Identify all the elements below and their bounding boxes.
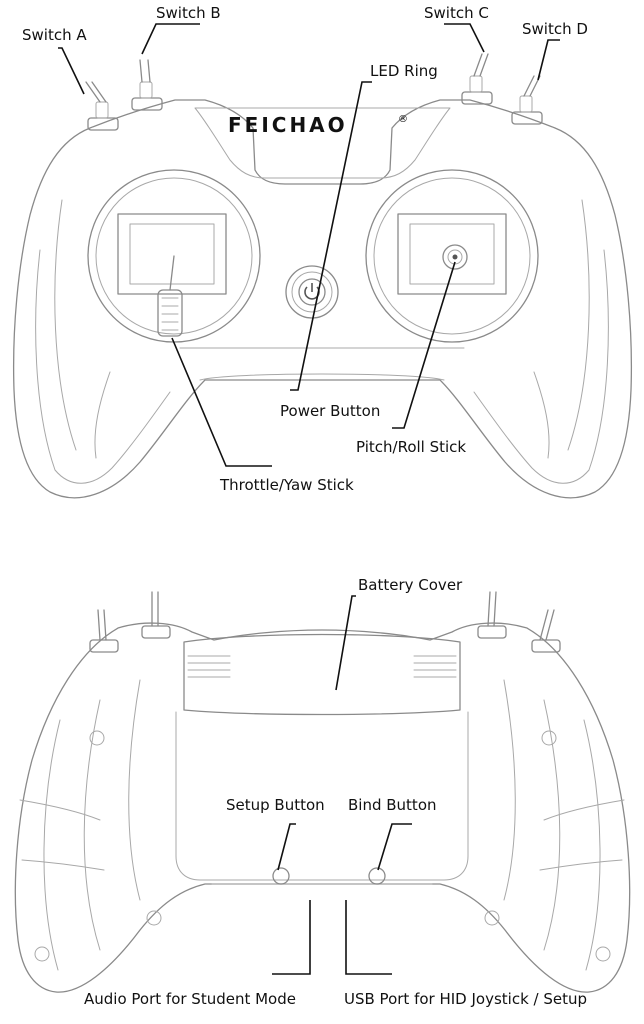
throttle-stick	[157, 255, 183, 337]
left-gimbal-inner	[129, 223, 215, 285]
front-left-grip-inner	[54, 199, 111, 459]
back-switch-a	[89, 609, 119, 653]
right-gimbal-inner	[409, 223, 495, 285]
back-center-panel	[175, 711, 469, 881]
left-stick-well-inner	[95, 177, 253, 335]
back-left-grip	[19, 679, 141, 971]
back-right-grip	[503, 679, 625, 971]
back-body-outline	[14, 622, 631, 993]
switch-d-toggle	[511, 75, 543, 125]
left-gimbal-frame	[117, 213, 227, 295]
label-battery-cover: Battery Cover	[358, 576, 463, 594]
bind-button	[368, 867, 386, 885]
right-stick-well	[365, 169, 539, 343]
power-button	[285, 265, 339, 319]
right-stick-well-inner	[373, 177, 531, 335]
pitch-roll-stick	[442, 244, 468, 270]
label-bind-button: Bind Button	[348, 796, 437, 814]
label-power-button: Power Button	[280, 402, 380, 420]
label-usb-port: USB Port for HID Joystick / Setup	[344, 990, 587, 1008]
back-view: Battery Cover Setup Button Bind Button A…	[14, 576, 631, 1008]
right-gimbal-frame	[397, 213, 507, 295]
label-switch-b: Switch B	[156, 4, 221, 22]
leader-switch-c	[444, 23, 485, 53]
screw-icon	[541, 730, 557, 746]
front-view: FEICHAO ® Switch A Switch B Switch C Swi…	[12, 4, 633, 499]
screw-icon	[146, 910, 162, 926]
front-left-grip	[35, 249, 171, 484]
front-top-panel	[194, 107, 451, 179]
label-throttle-yaw-stick: Throttle/Yaw Stick	[219, 476, 354, 494]
leader-throttle-yaw	[171, 337, 272, 467]
label-pitch-roll-stick: Pitch/Roll Stick	[356, 438, 466, 456]
back-switch-d	[531, 609, 561, 653]
switch-a-toggle	[85, 81, 119, 131]
brand-registered-mark: ®	[398, 114, 408, 125]
screw-icon	[595, 946, 611, 962]
leader-switch-b	[141, 23, 200, 55]
label-switch-d: Switch D	[522, 20, 588, 38]
leader-usb-port	[345, 900, 392, 975]
front-body-outline	[12, 99, 633, 499]
left-vent	[187, 655, 231, 678]
label-audio-port: Audio Port for Student Mode	[84, 990, 296, 1008]
setup-button	[272, 867, 290, 885]
label-switch-c: Switch C	[424, 4, 489, 22]
front-right-grip-inner	[533, 199, 590, 459]
screw-icon	[484, 910, 500, 926]
brand-logo: FEICHAO	[228, 113, 348, 137]
front-right-grip	[473, 249, 609, 484]
screw-icon	[34, 946, 50, 962]
leader-switch-d	[537, 39, 560, 81]
battery-cover-outline	[183, 633, 461, 716]
switch-c-toggle	[461, 53, 493, 105]
leader-setup-button	[277, 823, 296, 871]
leader-bind-button	[377, 823, 412, 871]
screw-icon	[89, 730, 105, 746]
right-vent	[413, 655, 457, 678]
leader-audio-port	[272, 900, 311, 975]
leader-battery-cover	[335, 595, 356, 691]
label-setup-button: Setup Button	[226, 796, 325, 814]
label-led-ring: LED Ring	[370, 62, 438, 80]
leader-switch-a	[58, 47, 85, 95]
back-switch-b	[141, 591, 171, 639]
switch-b-toggle	[131, 59, 163, 111]
leader-pitch-roll	[392, 261, 456, 429]
leader-led-ring	[290, 81, 372, 391]
back-switch-c	[477, 591, 507, 639]
label-switch-a: Switch A	[22, 26, 87, 44]
front-lower-bar	[179, 347, 465, 381]
